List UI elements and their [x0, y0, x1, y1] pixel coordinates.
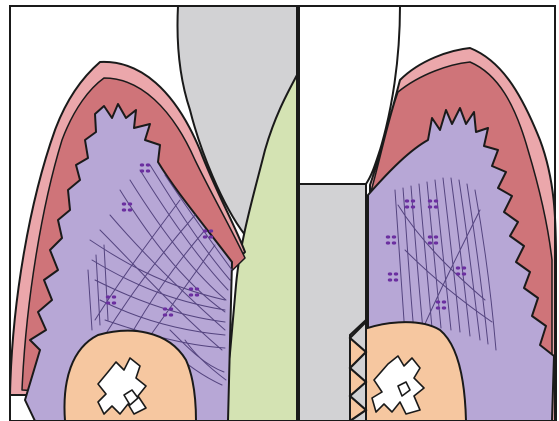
right-panel	[297, 6, 556, 421]
left-panel	[10, 6, 297, 421]
